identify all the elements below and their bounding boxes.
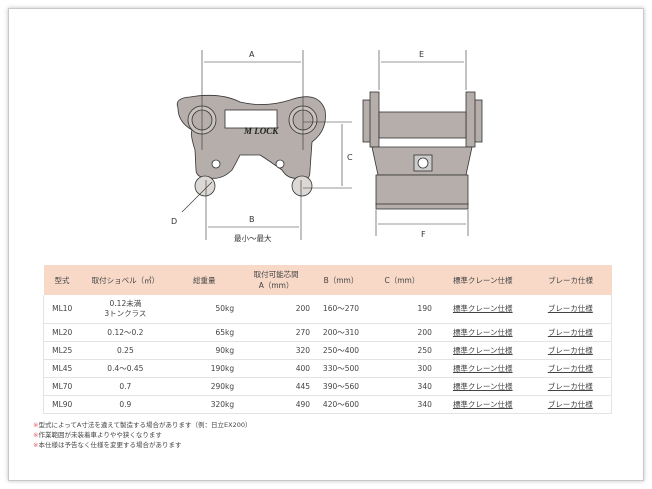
- spec-table: 型式取付ショベル（㎥）総重量取付可能芯間 A（mm）B（mm）C（mm）標準クレ…: [43, 265, 612, 414]
- cell-model: ML90: [43, 395, 81, 414]
- cell-a: 270: [238, 323, 315, 342]
- column-header: 型式: [43, 265, 81, 295]
- crane-spec-link[interactable]: 標準クレーン仕様: [452, 345, 513, 355]
- cell-b: 160〜270: [314, 295, 368, 324]
- dim-label-a: A: [249, 50, 255, 59]
- cell-crane: 標準クレーン仕様: [435, 323, 530, 342]
- column-header: ブレーカ仕様: [529, 265, 612, 295]
- cell-a: 400: [238, 359, 315, 378]
- dim-range-label: 最小〜最大: [234, 233, 272, 243]
- cell-a: 445: [238, 377, 315, 396]
- cell-c: 340: [367, 395, 436, 414]
- dim-label-b: B: [249, 215, 255, 224]
- dim-label-e: E: [419, 50, 424, 59]
- mlock-logo: [224, 109, 278, 129]
- cell-b: 390〜560: [314, 377, 368, 396]
- cell-breaker: ブレーカ仕様: [529, 377, 612, 396]
- crane-spec-link[interactable]: 標準クレーン仕様: [452, 399, 513, 409]
- notes: ※型式によってA寸法を違えて製造する場合があります（例：日立EX200）※作業範…: [33, 420, 252, 450]
- cell-b: 330〜500: [314, 359, 368, 378]
- note-mark: ※: [33, 421, 39, 429]
- cell-shovel: 0.9: [80, 395, 171, 414]
- cell-shovel: 0.25: [80, 341, 171, 360]
- column-header: 総重量: [170, 265, 239, 295]
- note-item: ※型式によってA寸法を違えて製造する場合があります（例：日立EX200）: [33, 420, 252, 430]
- cell-a: 200: [238, 295, 315, 324]
- note-text: 本仕様は予告なく仕様を変更する場合があります: [38, 441, 182, 449]
- cell-c: 190: [367, 295, 436, 324]
- note-mark: ※: [33, 441, 39, 449]
- dim-label-d: D: [171, 217, 177, 226]
- cell-breaker: ブレーカ仕様: [529, 359, 612, 378]
- dim-label-c: C: [347, 153, 353, 162]
- column-header: 標準クレーン仕様: [435, 265, 530, 295]
- crane-spec-link[interactable]: 標準クレーン仕様: [452, 304, 513, 313]
- cell-breaker: ブレーカ仕様: [529, 295, 612, 324]
- breaker-spec-link[interactable]: ブレーカ仕様: [547, 363, 593, 373]
- cell-breaker: ブレーカ仕様: [529, 323, 612, 342]
- breaker-spec-link[interactable]: ブレーカ仕様: [547, 304, 593, 313]
- dim-label-f: F: [421, 230, 426, 239]
- cell-weight: 190kg: [170, 359, 239, 378]
- crane-spec-link[interactable]: 標準クレーン仕様: [452, 381, 513, 391]
- cell-c: 200: [367, 323, 436, 342]
- cell-model: ML20: [43, 323, 81, 342]
- cell-weight: 50kg: [170, 295, 239, 324]
- logo-text: M LOCK: [243, 126, 279, 136]
- crane-spec-link[interactable]: 標準クレーン仕様: [452, 327, 513, 337]
- cell-breaker: ブレーカ仕様: [529, 341, 612, 360]
- cell-weight: 290kg: [170, 377, 239, 396]
- cell-weight: 320kg: [170, 395, 239, 414]
- cell-breaker: ブレーカ仕様: [529, 395, 612, 414]
- crane-spec-link[interactable]: 標準クレーン仕様: [452, 363, 513, 373]
- cell-crane: 標準クレーン仕様: [435, 295, 530, 324]
- cell-weight: 90kg: [170, 341, 239, 360]
- breaker-spec-link[interactable]: ブレーカ仕様: [547, 399, 593, 409]
- breaker-spec-link[interactable]: ブレーカ仕様: [547, 381, 593, 391]
- cell-crane: 標準クレーン仕様: [435, 395, 530, 414]
- cell-a: 490: [238, 395, 315, 414]
- column-header: 取付ショベル（㎥）: [80, 265, 171, 295]
- cell-shovel: 0.4〜0.45: [80, 359, 171, 378]
- note-mark: ※: [33, 431, 39, 439]
- column-header: C（mm）: [367, 265, 436, 295]
- cell-c: 340: [367, 377, 436, 396]
- note-text: 作業範囲が未装着車よりやや狭くなります: [38, 431, 162, 439]
- column-header: 取付可能芯間 A（mm）: [238, 265, 315, 295]
- cell-model: ML25: [43, 341, 81, 360]
- cell-model: ML10: [43, 295, 81, 324]
- note-item: ※作業範囲が未装着車よりやや狭くなります: [33, 430, 252, 440]
- cell-a: 320: [238, 341, 315, 360]
- breaker-spec-link[interactable]: ブレーカ仕様: [547, 345, 593, 355]
- breaker-spec-link[interactable]: ブレーカ仕様: [547, 327, 593, 337]
- cell-shovel: 0.7: [80, 377, 171, 396]
- column-header: B（mm）: [314, 265, 368, 295]
- cell-shovel: 0.12未満 3トンクラス: [80, 295, 171, 324]
- cell-model: ML70: [43, 377, 81, 396]
- cell-model: ML45: [43, 359, 81, 378]
- cell-crane: 標準クレーン仕様: [435, 341, 530, 360]
- cell-shovel: 0.12〜0.2: [80, 323, 171, 342]
- cell-c: 250: [367, 341, 436, 360]
- mlock-diagram: M LOCK A B C D E F 最小〜最大: [171, 50, 483, 243]
- cell-weight: 65kg: [170, 323, 239, 342]
- cell-b: 250〜400: [314, 341, 368, 360]
- cell-c: 300: [367, 359, 436, 378]
- cell-b: 200〜310: [314, 323, 368, 342]
- note-item: ※本仕様は予告なく仕様を変更する場合があります: [33, 440, 252, 450]
- cell-b: 420〜600: [314, 395, 368, 414]
- cell-crane: 標準クレーン仕様: [435, 377, 530, 396]
- cell-crane: 標準クレーン仕様: [435, 359, 530, 378]
- note-text: 型式によってA寸法を違えて製造する場合があります（例：日立EX200）: [38, 421, 252, 429]
